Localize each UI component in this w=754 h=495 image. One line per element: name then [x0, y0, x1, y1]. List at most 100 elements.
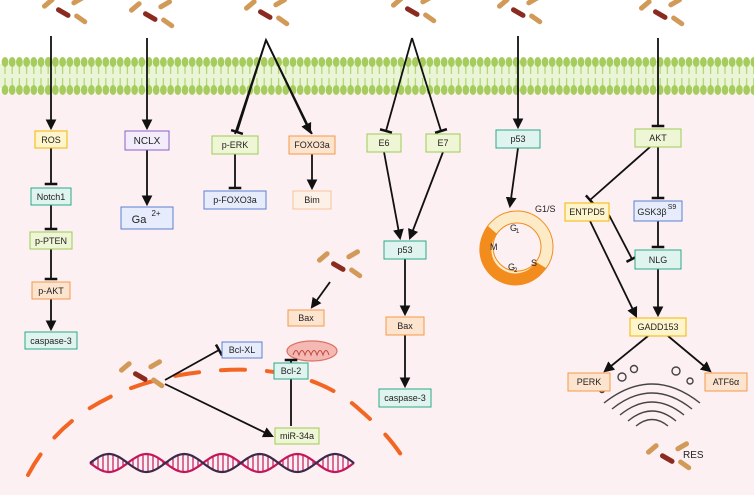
lipid-head [505, 57, 513, 67]
res-molecule [273, 0, 288, 8]
cytoplasm [0, 92, 754, 495]
edge-e6-p53 [383, 151, 404, 241]
svg-text:PERK: PERK [577, 377, 602, 387]
node-bax-middle: Bax [385, 316, 425, 336]
lipid-head [1, 57, 9, 67]
lipid-head [217, 57, 225, 67]
lipid-head [685, 57, 693, 67]
lipid-head [131, 85, 139, 95]
phase-g2: G 2 [508, 262, 518, 274]
lipid-head [296, 57, 304, 67]
lipid-head [282, 85, 290, 95]
lipid-head [433, 57, 441, 67]
lipid-head [606, 57, 614, 67]
lipid-head [628, 57, 635, 67]
lipid-head [109, 57, 117, 67]
res-molecule-cluster [496, 0, 543, 25]
lipid-head [368, 57, 376, 67]
lipid-head [692, 85, 700, 95]
svg-text:S9: S9 [668, 204, 677, 211]
lipid-head [73, 85, 81, 95]
lipid-head [412, 57, 419, 67]
lipid-head [354, 57, 362, 67]
cell-cycle-ring [479, 210, 554, 286]
lipid-head [376, 57, 383, 67]
lipid-head [361, 57, 369, 67]
lipid-head [160, 85, 167, 95]
lipid-head [167, 85, 175, 95]
lipid-head [419, 85, 426, 95]
lipid-head [649, 57, 657, 67]
lipid-head [743, 85, 750, 95]
lipid-head [390, 85, 398, 95]
res-molecule [276, 15, 290, 27]
node-bcl-xl: Bcl-XL [221, 341, 263, 359]
lipid-head [397, 85, 405, 95]
dna-helix [89, 452, 355, 474]
lipid-head [318, 85, 326, 95]
lipid-head [520, 57, 527, 67]
lipid-head [361, 85, 369, 95]
lipid-head [383, 85, 390, 95]
dna-strand [89, 452, 355, 474]
node-mir-34a: miR-34a [274, 427, 320, 445]
lipid-head [239, 57, 247, 67]
dna-strand [89, 452, 355, 474]
lipid-head [584, 85, 592, 95]
res-molecule [243, 0, 257, 11]
lipid-head [181, 57, 189, 67]
lipid-head [620, 57, 628, 67]
lipid-head [448, 85, 455, 95]
node-gsk3b: GSK3β S9 [633, 200, 683, 222]
res-molecule [132, 371, 148, 382]
lipid-head [116, 85, 124, 95]
svg-text:NCLX: NCLX [134, 136, 161, 147]
svg-text:E7: E7 [437, 138, 448, 148]
res-molecules [41, 0, 692, 471]
edge-res-mir [164, 383, 274, 438]
edges [44, 36, 712, 438]
lipid-head [498, 57, 506, 67]
nodes: ROS Notch1 p-PTEN p-AKT caspase-3 NCLX G… [24, 128, 748, 445]
svg-text:Bim: Bim [304, 195, 320, 205]
node-calcium: Ga 2+ [120, 206, 174, 230]
edge-res-e6 [379, 37, 413, 134]
lipid-head [260, 57, 268, 67]
res-molecule [161, 17, 175, 29]
svg-text:G: G [510, 223, 517, 233]
lipid-head [700, 57, 707, 67]
lipid-head [548, 85, 556, 95]
lipid-head [66, 57, 74, 67]
svg-text:2+: 2+ [151, 209, 160, 218]
res-molecule [420, 0, 435, 5]
lipid-head [577, 57, 585, 67]
lipid-head [23, 57, 30, 67]
lipid-head [30, 85, 38, 95]
res-molecule [349, 267, 363, 279]
res-molecule [41, 0, 55, 9]
res-molecule [128, 1, 142, 13]
edge-entpd5-gadd [589, 220, 638, 318]
lipid-head [246, 57, 254, 67]
lipid-head [304, 85, 311, 95]
res-molecule [74, 13, 88, 25]
lipid-head [210, 57, 218, 67]
res-molecule [652, 9, 668, 20]
lipid-head [577, 85, 585, 95]
lipid-head [203, 85, 211, 95]
node-atf6a: ATF6α [704, 372, 748, 392]
res-molecule [526, 0, 541, 6]
node-akt-right: AKT [634, 128, 682, 148]
lipid-head [433, 85, 441, 95]
lipid-head [505, 85, 513, 95]
svg-text:ROS: ROS [41, 135, 61, 145]
lipid-head [174, 85, 182, 95]
lipid-head [152, 85, 160, 95]
res-molecule [151, 377, 165, 389]
lipid-head [570, 85, 578, 95]
lipid-head [59, 85, 66, 95]
svg-text:p53: p53 [397, 245, 412, 255]
res-molecule [638, 0, 652, 11]
lipid-head [340, 57, 347, 67]
lipid-head [563, 85, 570, 95]
